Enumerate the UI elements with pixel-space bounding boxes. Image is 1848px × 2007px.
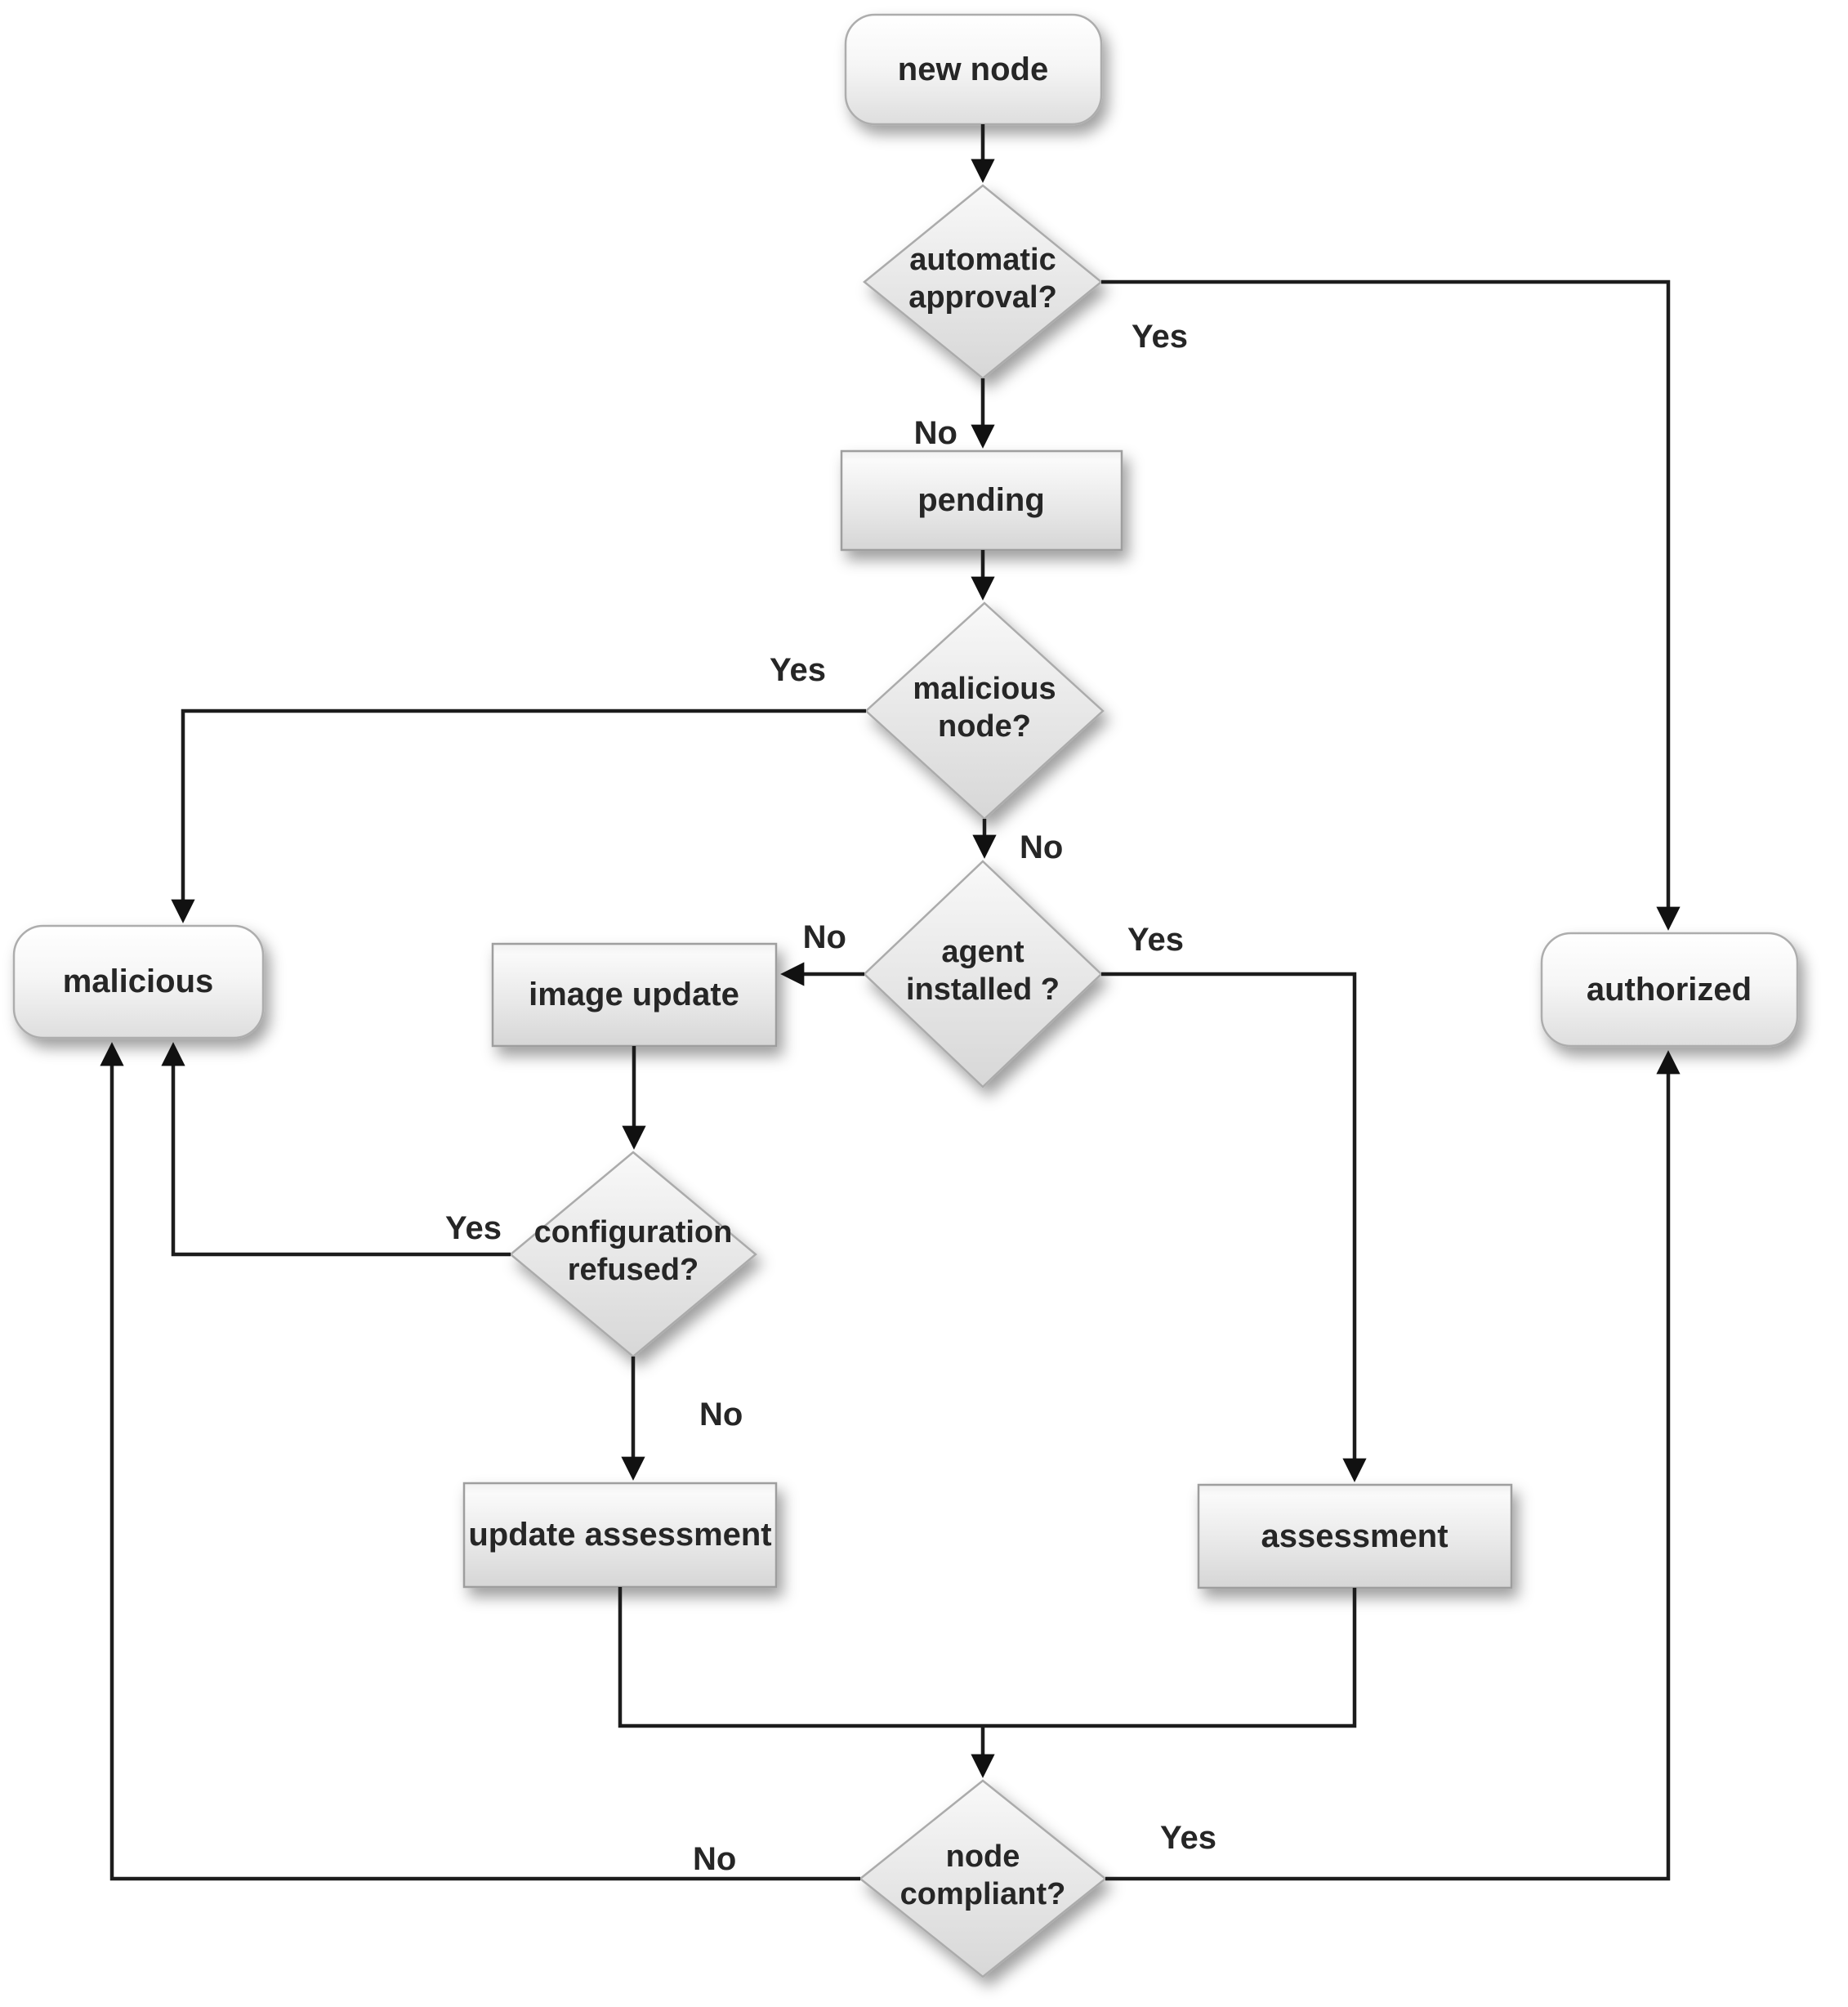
edge-label-automatic-approval-no: No — [914, 415, 957, 451]
edge-label-agent-installed-no: No — [803, 919, 846, 955]
edge-agent-installed-yes-to-assessment — [1101, 972, 1367, 1482]
node-image-update — [491, 942, 778, 1048]
edge-label-malicious-node-no: No — [1020, 829, 1063, 865]
new-node-label: new node — [898, 51, 1048, 87]
decision-agent-installed — [863, 860, 1103, 1088]
node-malicious — [12, 924, 265, 1039]
edge-label-configuration-refused-yes: Yes — [445, 1210, 502, 1246]
edge-malicious-node-yes-to-malicious — [171, 708, 866, 923]
malicious-label: malicious — [63, 963, 214, 999]
node-authorized — [1540, 932, 1799, 1048]
node-pending — [840, 449, 1123, 552]
edge-assessment-to-junction — [983, 1588, 1357, 1728]
node-new-node — [844, 13, 1103, 126]
edge-label-malicious-node-yes: Yes — [770, 652, 826, 688]
assessment-label: assessment — [1261, 1518, 1448, 1554]
edge-node-compliant-no-to-malicious — [100, 1042, 860, 1881]
image-update-label: image update — [529, 977, 739, 1012]
edge-label-automatic-approval-yes: Yes — [1132, 319, 1188, 355]
authorized-label: authorized — [1587, 972, 1752, 1008]
edge-update-assessment-to-junction — [618, 1587, 983, 1728]
edge-label-node-compliant-yes: Yes — [1160, 1820, 1216, 1856]
edge-configuration-refused-yes-to-malicious — [161, 1042, 511, 1257]
node-update-assessment — [462, 1482, 778, 1589]
edge-node-compliant-yes-to-authorized — [1105, 1050, 1681, 1881]
edge-label-configuration-refused-no: No — [699, 1397, 743, 1433]
pending-label: pending — [917, 482, 1045, 518]
edge-automatic-approval-yes-to-authorized — [1101, 279, 1681, 931]
update-assessment-label: update assessment — [468, 1517, 771, 1553]
edge-label-node-compliant-no: No — [693, 1841, 736, 1877]
node-assessment — [1197, 1483, 1513, 1589]
edge-label-agent-installed-yes: Yes — [1127, 922, 1184, 958]
decision-node-compliant — [858, 1779, 1108, 1978]
